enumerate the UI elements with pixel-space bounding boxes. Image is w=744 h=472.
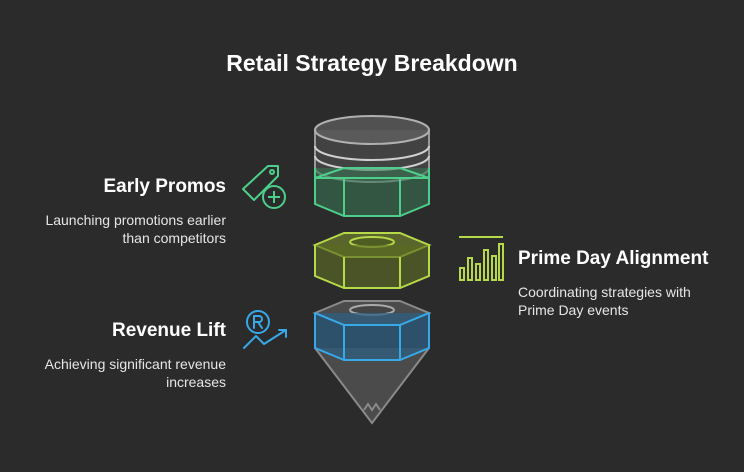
yellow-hex-nut xyxy=(312,232,432,289)
revenue-lift-heading: Revenue Lift xyxy=(111,320,226,341)
prime-day-description: Coordinating strategies with Prime Day e… xyxy=(518,283,691,319)
early-promos-desc-line-2: than competitors xyxy=(122,230,227,246)
prime-day-desc-line-1: Coordinating strategies with xyxy=(518,284,691,300)
prime-day-heading: Prime Day Alignment xyxy=(518,248,709,269)
green-hex-segment xyxy=(314,167,430,217)
revenue-lift-desc-line-1: Achieving significant revenue xyxy=(44,356,226,372)
early-promos-desc-line-1: Launching promotions earlier xyxy=(45,212,226,228)
revenue-lift-description: Achieving significant revenue increases xyxy=(45,355,226,391)
early-promos-heading: Early Promos xyxy=(103,176,227,197)
bar-chart-icon xyxy=(459,236,504,281)
prime-day-desc-line-2: Prime Day events xyxy=(518,302,629,318)
cone-tip xyxy=(314,347,430,425)
price-tag-plus-icon xyxy=(242,165,286,209)
blue-hex-nut xyxy=(312,300,432,361)
diagram-title: Retail Strategy Breakdown xyxy=(226,50,518,76)
revenue-growth-icon xyxy=(243,310,287,349)
revenue-lift-desc-line-2: increases xyxy=(166,374,226,390)
early-promos-description: Launching promotions earlier than compet… xyxy=(45,211,226,247)
